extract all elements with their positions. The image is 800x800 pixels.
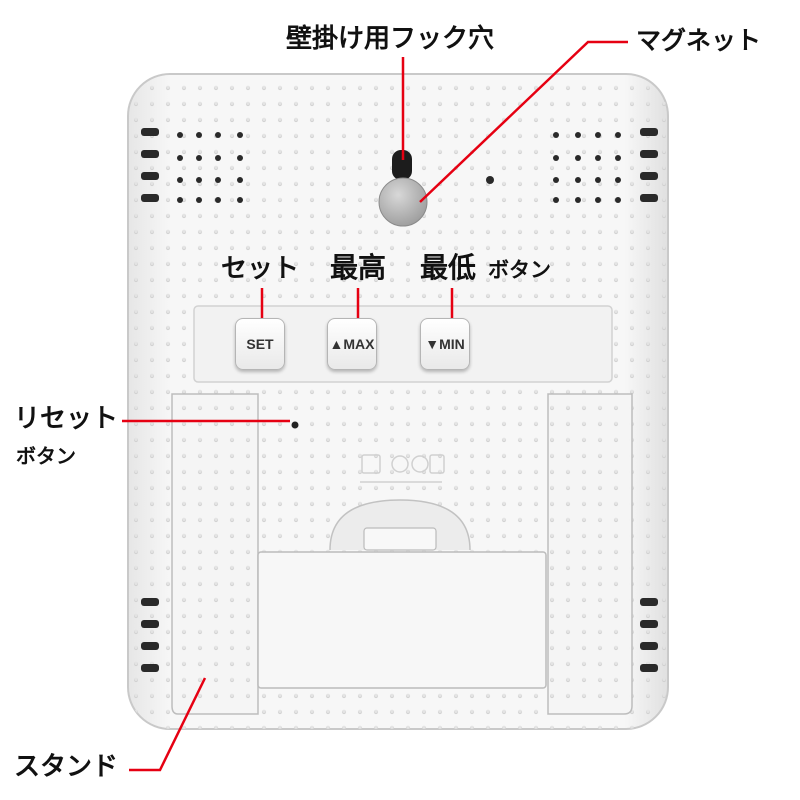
- label-stand: スタンド: [14, 752, 119, 782]
- min-button[interactable]: ▼MIN: [420, 318, 470, 370]
- vent-right-bottom: [640, 598, 658, 672]
- label-max: 最高: [330, 251, 387, 284]
- label-button-suffix: ボタン: [488, 258, 551, 282]
- label-min: 最低: [420, 251, 477, 284]
- label-reset-line2: ボタン: [16, 444, 76, 468]
- vent-right-top: [640, 128, 658, 202]
- hook-hole: [392, 150, 412, 180]
- set-button[interactable]: SET: [235, 318, 285, 370]
- vent-left-top: [141, 128, 159, 202]
- vent-holes-right-top: [486, 132, 621, 203]
- label-magnet: マグネット: [636, 26, 762, 55]
- battery-cover: [257, 551, 547, 689]
- label-set: セット: [221, 254, 300, 284]
- label-reset-line1: リセット: [14, 404, 119, 434]
- certification-marks: [360, 454, 445, 483]
- reset-hole: [291, 421, 299, 429]
- vent-holes-left-top: [177, 132, 243, 203]
- magnet: [378, 177, 428, 227]
- callout-lines: [122, 40, 628, 772]
- max-button[interactable]: ▲MAX: [327, 318, 377, 370]
- label-hook-hole: 壁掛け用フック穴: [286, 24, 495, 54]
- button-panel: [193, 305, 613, 383]
- vent-left-bottom: [141, 598, 159, 672]
